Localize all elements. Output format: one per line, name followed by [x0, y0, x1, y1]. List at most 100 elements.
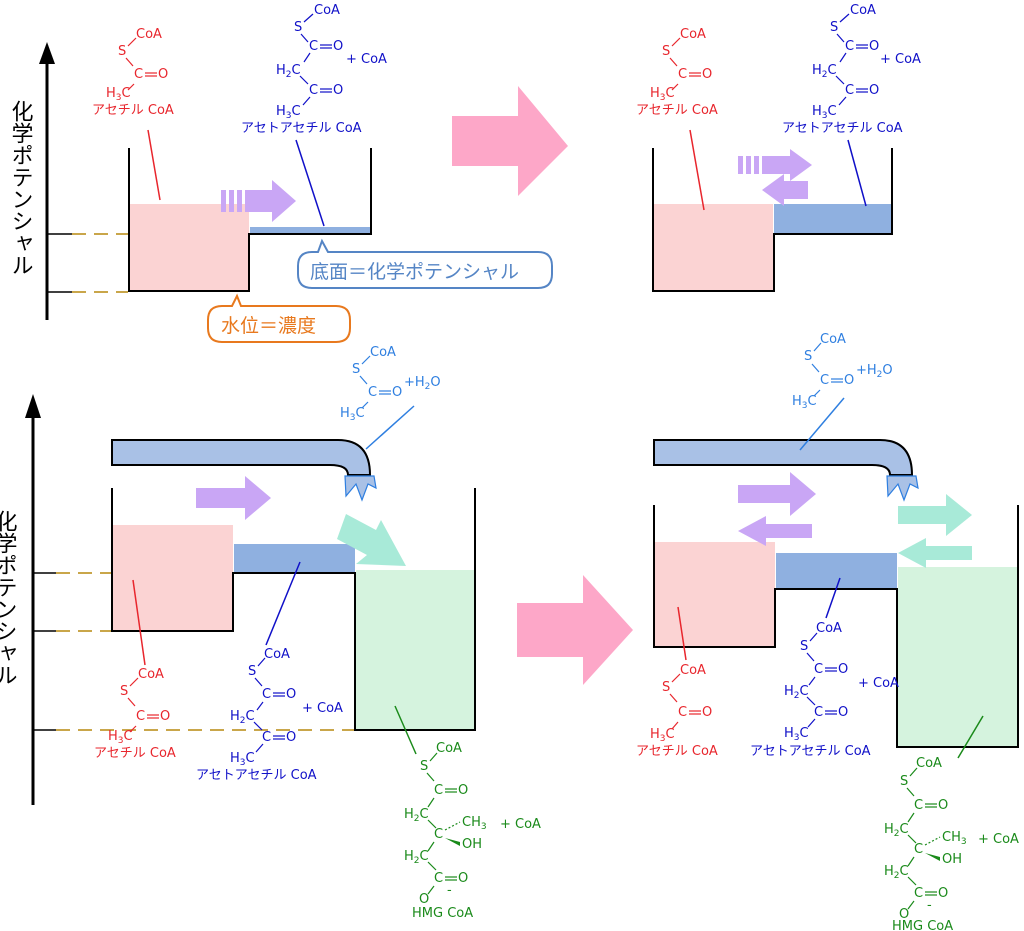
hmg-coa-molecule-br: CoA S C O H2C C CH3 + CoA OH H2C C O -	[884, 756, 1019, 931]
svg-text:CH3: CH3	[462, 815, 487, 832]
svg-text:O: O	[844, 373, 854, 388]
acetyl-water-molecule-br: CoA S C O +H2O H3C	[792, 332, 893, 411]
svg-text:S: S	[420, 759, 428, 774]
svg-text:S: S	[248, 664, 256, 679]
svg-text:O: O	[458, 783, 468, 798]
svg-text:CoA: CoA	[916, 756, 942, 771]
hmg-coa-molecule-bl: CoA S C O H2C C CH3 + CoA OH H2C C O -	[404, 741, 541, 921]
svg-text:+H2O: +H2O	[856, 363, 893, 380]
svg-text:HMG CoA: HMG CoA	[892, 919, 953, 931]
svg-text:アセチル CoA: アセチル CoA	[636, 103, 718, 118]
svg-text:CoA: CoA	[138, 667, 164, 682]
svg-text:H3C: H3C	[106, 86, 131, 103]
svg-text:CoA: CoA	[314, 3, 340, 18]
svg-text:C: C	[678, 705, 687, 720]
svg-text:S: S	[118, 44, 126, 59]
svg-text:アセチル CoA: アセチル CoA	[94, 746, 176, 761]
svg-text:-: -	[447, 883, 452, 898]
acetoacetyl-coa-name: アセトアセチル CoA	[241, 121, 362, 136]
acetyl-coa-liquid	[129, 204, 249, 291]
svg-text:O: O	[333, 83, 343, 98]
transition-arrow-bottom	[517, 575, 633, 685]
svg-text:CoA: CoA	[264, 647, 290, 662]
svg-text:S: S	[120, 684, 128, 699]
svg-text:C: C	[914, 798, 923, 813]
acetyl-coa-molecule: CoA S C O H3C アセチル CoA	[92, 27, 174, 118]
svg-text:O: O	[899, 907, 909, 922]
svg-text:C: C	[678, 67, 687, 82]
svg-text:H3C: H3C	[108, 729, 133, 746]
water-pipe-br	[653, 439, 919, 502]
svg-text:H2C: H2C	[230, 709, 255, 726]
svg-text:O: O	[838, 705, 848, 720]
container-outline	[128, 148, 372, 292]
svg-text:C: C	[136, 709, 145, 724]
forward-arrow-bl	[196, 476, 271, 520]
acetyl-coa-name: アセチル CoA	[92, 103, 174, 118]
svg-text:H3C: H3C	[230, 751, 255, 768]
acetyl-coa-molecule-tr: CoA S C O H3C アセチル CoA	[636, 27, 718, 118]
svg-text:化学ポテンシャル: 化学ポテンシャル	[0, 510, 18, 686]
svg-text:H2C: H2C	[404, 807, 429, 824]
svg-text:O: O	[938, 798, 948, 813]
acetyl-coa-molecule-bl: CoA S C O H3C アセチル CoA	[94, 667, 176, 761]
svg-text:H3C: H3C	[650, 727, 675, 744]
svg-text:C: C	[814, 705, 823, 720]
svg-text:H2C: H2C	[784, 684, 809, 701]
svg-text:C: C	[309, 39, 318, 54]
svg-text:O: O	[158, 67, 168, 82]
svg-text:O: O	[286, 687, 296, 702]
svg-text:+H2O: +H2O	[404, 375, 441, 392]
svg-text:C: C	[262, 730, 271, 745]
panel-top-right: CoA S C O H3C アセチル CoA CoA S C O + CoA H…	[636, 3, 921, 292]
svg-text:C: C	[914, 886, 923, 901]
svg-text:C: C	[820, 373, 829, 388]
svg-text:O: O	[419, 892, 429, 907]
forward-arrow	[221, 180, 296, 222]
svg-text:S: S	[662, 680, 670, 695]
transition-arrow-top	[452, 86, 568, 196]
svg-text:S: S	[804, 349, 812, 364]
svg-text:アセトアセチル CoA: アセトアセチル CoA	[196, 768, 317, 783]
svg-text:+ CoA: + CoA	[880, 52, 921, 67]
svg-text:C: C	[134, 67, 143, 82]
svg-text:CoA: CoA	[680, 27, 706, 42]
svg-text:H2C: H2C	[404, 849, 429, 866]
svg-text:C: C	[845, 39, 854, 54]
acetoacetyl-coa-molecule-br: CoA S C O + CoA H2C C O H3C アセトアセチル CoA	[750, 621, 899, 759]
svg-text:H2C: H2C	[812, 63, 837, 80]
equilibrium-arrows	[738, 149, 812, 206]
svg-text:水位＝濃度: 水位＝濃度	[221, 315, 316, 337]
svg-text:S: S	[294, 20, 302, 35]
svg-text:CoA: CoA	[820, 332, 846, 347]
svg-text:O: O	[938, 886, 948, 901]
svg-text:H2C: H2C	[884, 864, 909, 881]
svg-text:CoA: CoA	[850, 3, 876, 18]
svg-text:O: O	[392, 385, 402, 400]
panel-bottom-right: CoA S C O +H2O H3C CoA S C O H3C アセチル Co…	[636, 332, 1019, 931]
svg-text:底面＝化学ポテンシャル: 底面＝化学ポテンシャル	[310, 261, 519, 283]
acetyl-coa-molecule-br: CoA S C O H3C アセチル CoA	[636, 663, 718, 759]
svg-text:C: C	[434, 783, 443, 798]
svg-text:CoA: CoA	[436, 741, 462, 756]
svg-text:-: -	[927, 898, 932, 913]
svg-text:C: C	[434, 827, 443, 842]
svg-text:+ CoA: + CoA	[978, 832, 1019, 847]
svg-text:CoA: CoA	[680, 663, 706, 678]
axis-label: 化学ポテンシャル	[8, 100, 34, 276]
svg-text:HMG CoA: HMG CoA	[412, 906, 473, 921]
svg-text:+ CoA: + CoA	[500, 817, 541, 832]
svg-text:O: O	[702, 67, 712, 82]
svg-text:H3C: H3C	[276, 104, 301, 121]
svg-text:アセトアセチル CoA: アセトアセチル CoA	[782, 121, 903, 136]
svg-text:アセトアセチル CoA: アセトアセチル CoA	[750, 744, 871, 759]
svg-text:S: S	[900, 774, 908, 789]
svg-text:S: S	[662, 44, 670, 59]
svg-text:C: C	[368, 385, 377, 400]
svg-text:+ CoA: + CoA	[346, 52, 387, 67]
acetoacetyl-coa-molecule: CoA S C O + CoA H2C C O H3C アセトアセチル CoA	[241, 3, 387, 136]
svg-text:H2C: H2C	[276, 63, 301, 80]
svg-text:O: O	[702, 705, 712, 720]
callout-floor: 底面＝化学ポテンシャル	[297, 238, 553, 289]
